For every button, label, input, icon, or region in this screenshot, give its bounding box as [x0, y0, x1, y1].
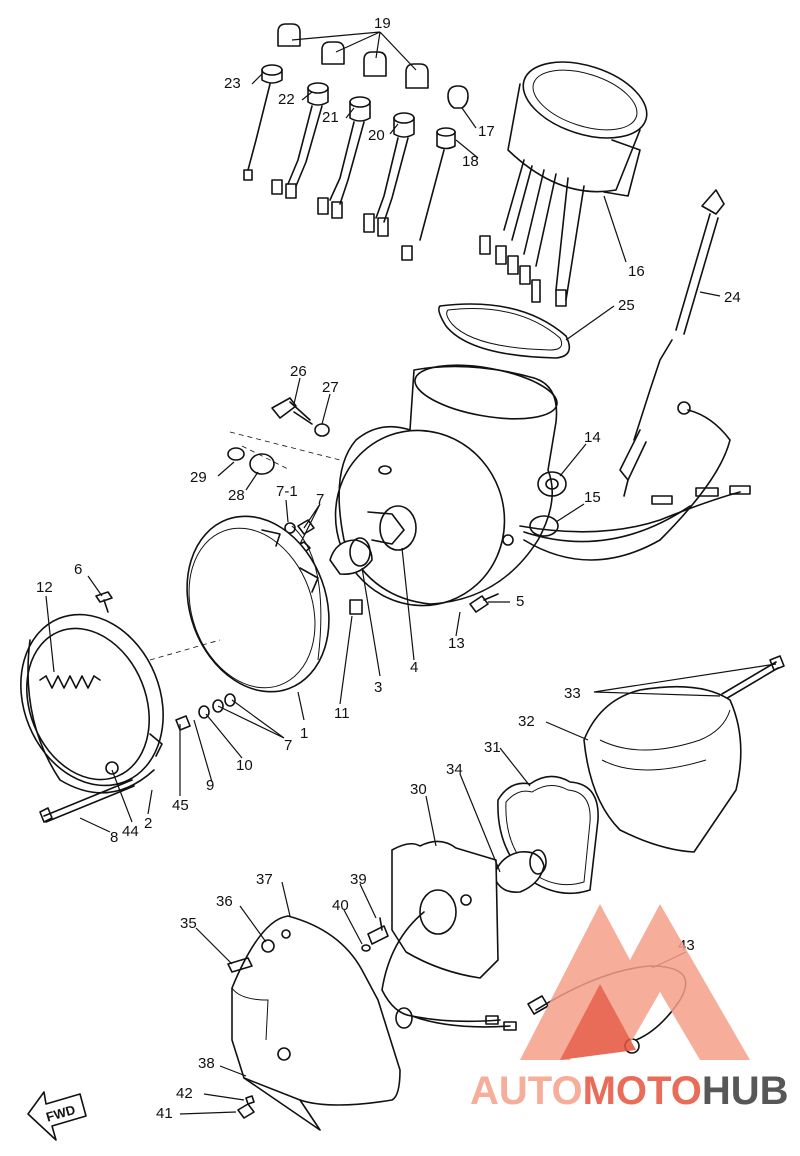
callout-9: 9: [206, 777, 214, 794]
callout-25: 25: [618, 297, 635, 314]
callout-26: 26: [290, 363, 307, 380]
mount-hardware: [227, 397, 341, 475]
callout-3: 3: [374, 679, 382, 696]
callout-1: 1: [300, 725, 308, 742]
callout-30: 30: [410, 781, 427, 798]
watermark-text-moto: MOTO: [583, 1069, 702, 1113]
watermark-text-auto: AUTO: [470, 1069, 583, 1113]
adjust-hardware: [175, 693, 236, 731]
svg-text:AUTOMOTOHUB: AUTOMOTOHUB: [470, 1069, 789, 1113]
callout-12: 12: [36, 579, 53, 596]
callout-34: 34: [446, 761, 463, 778]
callout-38: 38: [198, 1055, 215, 1072]
headlight-bulb-3: [329, 537, 373, 576]
callout-15: 15: [584, 489, 601, 506]
callout-21: 21: [322, 109, 339, 126]
callout-33: 33: [564, 685, 581, 702]
bolt-33: [721, 655, 785, 701]
bracket-hardware: [227, 917, 389, 1119]
bulb-socket-4: [367, 511, 405, 545]
callout-20: 20: [368, 127, 385, 144]
bulb-sockets: [243, 64, 456, 261]
watermark-text-hub: HUB: [702, 1069, 789, 1113]
callout-18: 18: [462, 153, 479, 170]
callout-24: 24: [724, 289, 741, 306]
callout-29: 29: [190, 469, 207, 486]
callout-45: 45: [172, 797, 189, 814]
gasket-ring-25: [438, 303, 571, 359]
automotohub-watermark: AUTOMOTOHUB: [470, 904, 789, 1113]
callout-35: 35: [180, 915, 197, 932]
callout-44: 44: [122, 823, 139, 840]
callout-14: 14: [584, 429, 601, 446]
callout-11: 11: [334, 705, 350, 722]
callout-16: 16: [628, 263, 645, 280]
callout-10: 10: [236, 757, 253, 774]
headlight-housing-13: [334, 364, 558, 607]
callout-27: 27: [322, 379, 339, 396]
screws-5-7: [284, 519, 499, 613]
callout-labels: 19 23 22 21 20 17 18 16 24 25 26 27 29 2…: [36, 15, 741, 1122]
callout-5: 5: [516, 593, 524, 610]
tail-bracket-37: [231, 915, 401, 1131]
tail-base-30: [381, 840, 517, 1031]
adjust-screw-8: [39, 779, 135, 823]
callout-23: 23: [224, 75, 241, 92]
callout-37: 37: [256, 871, 273, 888]
callout-41: 41: [156, 1105, 173, 1122]
leader-lines: [45, 31, 777, 1115]
callout-22: 22: [278, 91, 295, 108]
callout-8: 8: [110, 829, 118, 846]
grommets: [529, 471, 567, 537]
fwd-arrow-icon: FWD: [27, 1091, 87, 1141]
callout-28: 28: [228, 487, 245, 504]
callout-36: 36: [216, 893, 233, 910]
callout-7-top: 7: [316, 491, 324, 508]
headlight-rim-2: [20, 613, 164, 794]
callout-7-1: 7-1: [276, 483, 298, 500]
callout-6: 6: [74, 561, 82, 578]
callout-39: 39: [350, 871, 367, 888]
wiring-harness: [519, 401, 751, 561]
callout-17: 17: [478, 123, 495, 140]
callout-31: 31: [484, 739, 501, 756]
callout-42: 42: [176, 1085, 193, 1102]
callout-19: 19: [374, 15, 391, 32]
callout-2: 2: [144, 815, 152, 832]
sealed-beam-unit-1: [149, 515, 363, 693]
callout-7-bottom: 7: [284, 737, 292, 754]
tail-bulb-34: [493, 849, 547, 893]
callout-32: 32: [518, 713, 535, 730]
speedometer-cable-24: [619, 189, 725, 497]
callout-13: 13: [448, 635, 465, 652]
adjusting-spring-12: [39, 675, 101, 689]
tail-lens-32: [583, 685, 742, 853]
indicator-bulbs: [277, 23, 469, 109]
screw-6: [95, 591, 113, 613]
callout-40: 40: [332, 897, 349, 914]
speedometer-16: [479, 61, 648, 307]
callout-4: 4: [410, 659, 418, 676]
watermark-logo-icon: [520, 904, 750, 1060]
